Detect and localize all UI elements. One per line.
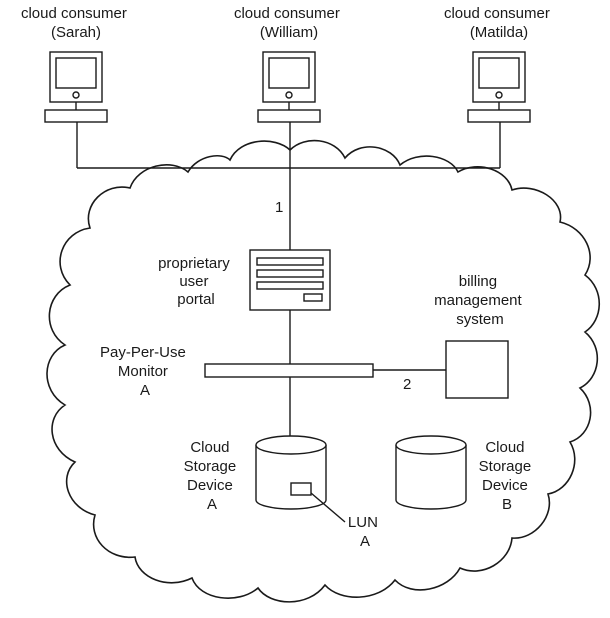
portal-icon: [249, 249, 331, 311]
computer-icon-matilda: [467, 51, 531, 123]
storage-b-label: Cloud Storage Device B: [479, 439, 536, 513]
storage-device-a-icon: [255, 435, 327, 510]
lun-a-box: [290, 482, 312, 496]
consumer-william-label: cloud consumer (William): [234, 5, 344, 41]
consumer-sarah-label: cloud consumer (Sarah): [21, 5, 131, 41]
portal-label: proprietary user portal: [158, 255, 234, 308]
consumer-matilda-label: cloud consumer (Matilda): [444, 5, 554, 41]
billing-label: billing management system: [434, 273, 526, 328]
monitor-label: Pay-Per-Use Monitor A: [100, 344, 190, 399]
step-1-label: 1: [275, 199, 283, 216]
lun-leader-line: [310, 492, 346, 523]
pay-per-use-monitor-bar: [204, 363, 374, 378]
computer-icon-sarah: [44, 51, 108, 123]
storage-device-b-icon: [395, 435, 467, 510]
computer-icon-william: [257, 51, 321, 123]
lun-label: LUN A: [348, 514, 382, 550]
step-2-label: 2: [403, 376, 411, 393]
billing-system-box: [445, 340, 509, 399]
storage-a-label: Cloud Storage Device A: [184, 439, 241, 513]
